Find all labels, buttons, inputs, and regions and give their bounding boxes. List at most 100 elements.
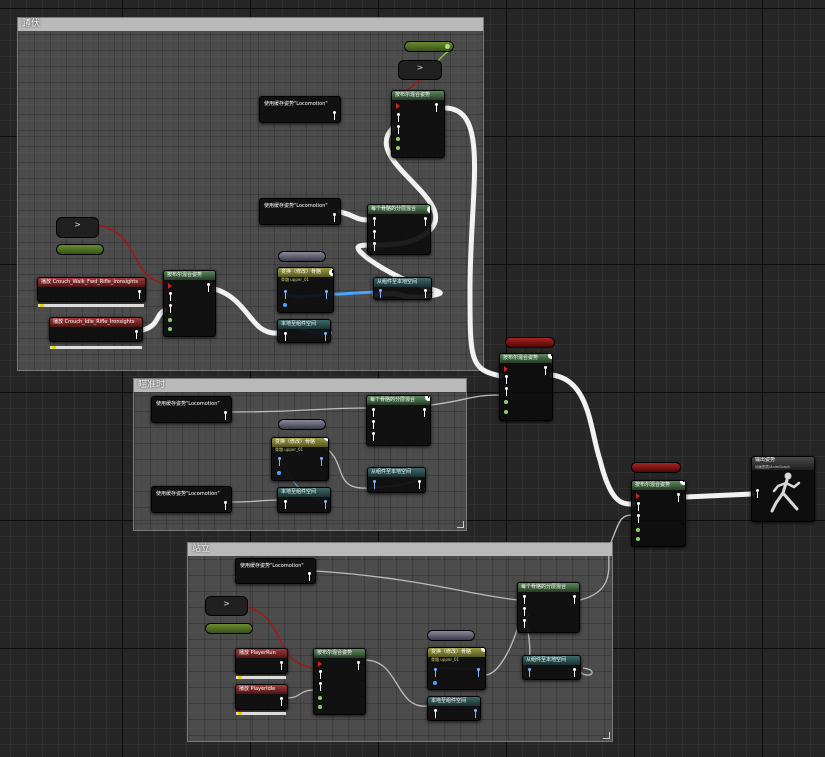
alpha-pin-icon[interactable] [433,681,437,685]
play-rate-bar[interactable] [236,712,286,715]
blend-by-bool-node[interactable]: 按布尔混合姿势 [631,480,686,547]
transform-bone-node[interactable]: 变换（修改）骨骼 骨骼 upper_01 [427,647,486,690]
local-to-component-node[interactable]: 本地至组件空间 [277,319,331,343]
pose-in-pin-icon[interactable] [371,408,376,417]
play-rate-bar[interactable] [50,346,142,349]
pose-in-pin-icon[interactable] [371,432,376,441]
pose-in-pin-icon[interactable] [371,420,376,429]
comment-title[interactable]: 蹲伏 [18,18,483,31]
play-rate-bar[interactable] [38,304,144,307]
person-pose-icon[interactable] [332,213,337,222]
pose-out-pin-icon[interactable] [279,661,284,670]
pose-out-pin-icon[interactable] [422,408,427,417]
active-bool-pin-icon[interactable] [636,493,640,499]
transform-bone-node[interactable]: 变换（修改）骨骼 骨骼 upper_01 [271,437,329,481]
float-pin-icon[interactable] [445,44,450,49]
local-to-component-node[interactable]: 本地至组件空间 [277,487,331,513]
layered-blend-node[interactable]: 每个骨骼的分层混合 [367,204,431,255]
person-pose-icon[interactable] [223,411,228,420]
blend-by-bool-node[interactable]: 按布尔混合姿势 [163,270,216,337]
cached-pose-node[interactable]: 使用缓存姿势"Locomotion" [235,558,316,584]
blend-time-pin-icon[interactable] [396,146,400,150]
pose-in-pin-icon[interactable] [168,292,173,301]
pose-out-pin-icon[interactable] [434,103,439,112]
pose-in-pin-icon[interactable] [283,500,288,509]
pose-in-pin-icon[interactable] [504,375,509,384]
pose-out-pin-icon[interactable] [476,668,481,677]
pose-out-pin-icon[interactable] [676,493,681,502]
pose-in-pin-icon[interactable] [318,670,323,679]
pose-in-pin-icon[interactable] [522,619,527,628]
blend-by-bool-node[interactable]: 按布尔混合姿势 [391,90,445,158]
component-to-local-node[interactable]: 从组件至本地空间 [367,467,426,493]
pose-in-pin-icon[interactable] [277,457,282,466]
pose-in-pin-icon[interactable] [433,668,438,677]
pose-in-pin-icon[interactable] [504,387,509,396]
pose-out-pin-icon[interactable] [279,697,284,706]
comment-title[interactable]: 瞄准时 [134,379,466,392]
pose-in-pin-icon[interactable] [396,125,401,134]
cached-pose-node[interactable]: 使用缓存姿势"Locomotion" [259,96,341,123]
pose-out-pin-icon[interactable] [319,457,324,466]
alpha-pin-icon[interactable] [283,303,287,307]
pose-in-pin-icon[interactable] [283,290,288,299]
blend-by-bool-node[interactable]: 按布尔混合姿势 [499,353,553,421]
bool-variable-node[interactable] [505,337,555,348]
pose-in-pin-icon[interactable] [636,514,641,523]
bone-variable-node[interactable] [427,630,475,641]
pose-out-pin-icon[interactable] [324,290,329,299]
pose-out-pin-icon[interactable] [423,217,428,226]
active-bool-pin-icon[interactable] [504,366,508,372]
pose-in-pin-icon[interactable] [396,113,401,122]
pose-in-pin-icon[interactable] [318,682,323,691]
cached-pose-node[interactable]: 使用缓存姿势"Locomotion" [151,396,232,423]
play-rate-bar[interactable] [236,676,286,679]
resize-handle-icon[interactable] [603,732,610,739]
pose-in-pin-icon[interactable] [522,595,527,604]
blend-time-pin-icon[interactable] [636,537,640,541]
pose-out-pin-icon[interactable] [134,330,139,339]
person-pose-icon[interactable] [332,111,337,120]
greater-than-node[interactable]: > [398,60,442,80]
float-variable-node[interactable] [205,623,253,634]
blend-by-bool-node[interactable]: 按布尔混合姿势 [313,648,366,715]
pose-in-pin-icon[interactable] [372,217,377,226]
bone-variable-node[interactable] [278,419,326,430]
layered-blend-node[interactable]: 每个骨骼的分层混合 [517,582,580,633]
cached-pose-node[interactable]: 使用缓存姿势"Locomotion" [151,486,232,513]
component-to-local-node[interactable]: 从组件至本地空间 [373,277,432,300]
pose-in-pin-icon[interactable] [378,289,383,298]
pose-in-pin-icon[interactable] [372,230,377,239]
cached-pose-node[interactable]: 使用缓存姿势"Locomotion" [259,198,341,225]
pose-out-pin-icon[interactable] [423,289,428,298]
blend-time-pin-icon[interactable] [318,705,322,709]
blend-time-pin-icon[interactable] [396,137,400,141]
pose-out-pin-icon[interactable] [206,283,211,292]
sequence-player-node[interactable]: 播放 Crouch_Idle_Rifle_Ironsights [49,317,143,342]
pose-out-pin-icon[interactable] [137,290,142,299]
greater-than-node[interactable]: > [205,596,248,616]
transform-bone-node[interactable]: 变换（修改）骨骼 骨骼 upper_01 [277,267,334,313]
blend-time-pin-icon[interactable] [318,696,322,700]
sequence-player-node[interactable]: 播放 PlayerRun [235,648,288,674]
blend-time-pin-icon[interactable] [168,327,172,331]
pose-out-pin-icon[interactable] [572,668,577,677]
pose-in-pin-icon[interactable] [283,332,288,341]
float-variable-node[interactable] [56,244,104,255]
resize-handle-icon[interactable] [457,521,464,528]
pose-out-pin-icon[interactable] [543,366,548,375]
pose-out-pin-icon[interactable] [323,332,328,341]
sequence-player-node[interactable]: 播放 Crouch_Walk_Fwd_Rifle_Ironsights [37,277,146,302]
layered-blend-node[interactable]: 每个骨骼的分层混合 [366,395,431,446]
blend-time-pin-icon[interactable] [504,410,508,414]
float-variable-node[interactable] [404,41,454,52]
pose-out-pin-icon[interactable] [572,595,577,604]
pose-in-pin-icon[interactable] [755,489,760,498]
component-to-local-node[interactable]: 从组件至本地空间 [522,655,581,680]
output-pose-node[interactable]: 输出姿势 动画图表/AnimGraph [751,456,815,522]
pose-in-pin-icon[interactable] [522,607,527,616]
bool-variable-node[interactable] [631,462,681,473]
pose-out-pin-icon[interactable] [323,500,328,509]
pose-out-pin-icon[interactable] [417,480,422,489]
bone-variable-node[interactable] [278,251,326,262]
